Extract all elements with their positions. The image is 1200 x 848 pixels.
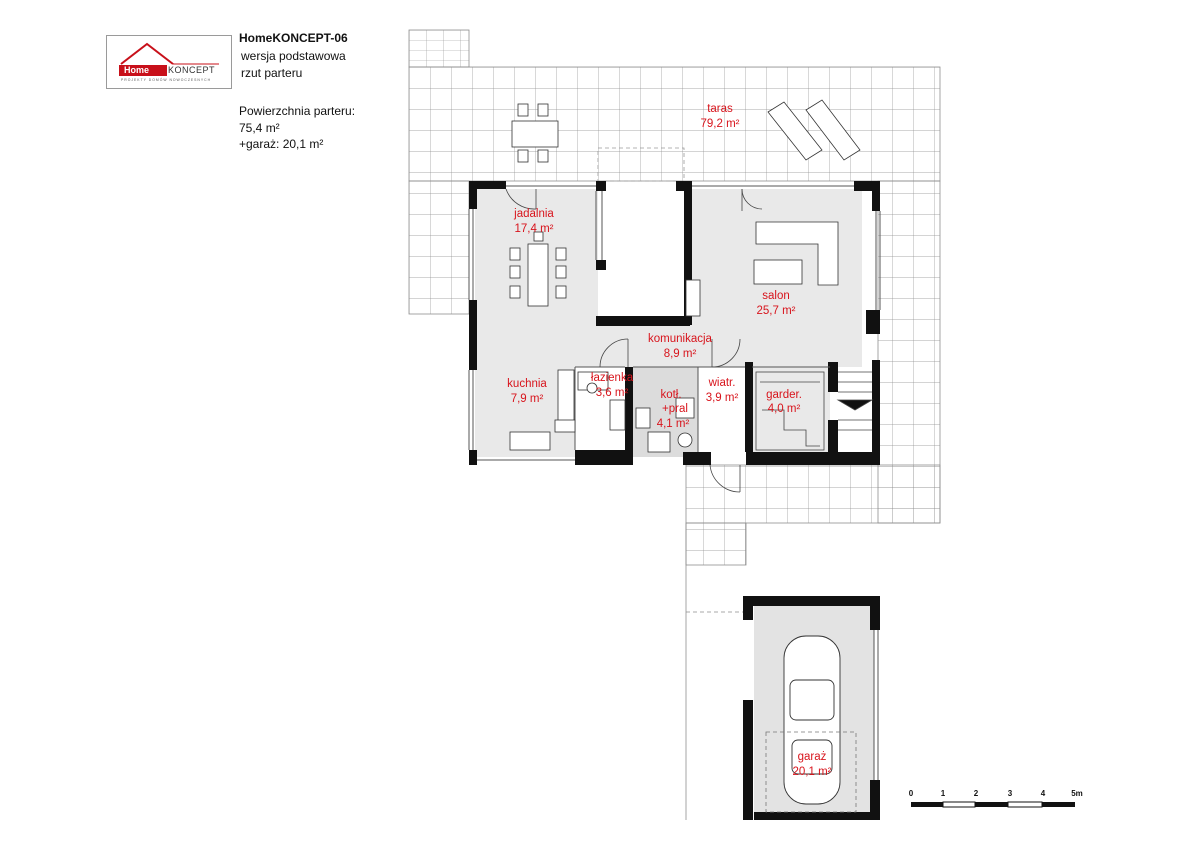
scale-tick-4: 4 [1041, 789, 1046, 798]
label-lazienka: łazienka [591, 372, 634, 384]
label-salon: salon [762, 290, 790, 302]
label-wiatr: wiatr. [708, 377, 736, 389]
kitchen-units [509, 279, 701, 453]
scale-tick-1: 1 [941, 789, 946, 798]
area-garaz: 20,1 m² [793, 766, 832, 778]
terrace-table [511, 103, 559, 163]
stairs [836, 371, 874, 431]
label-kotl: kotł. [660, 389, 681, 401]
ground-area: 75,4 m² [239, 121, 280, 135]
logo-koncept-text: KONCEPT [168, 65, 216, 75]
label-komunikacja: komunikacja [648, 333, 713, 345]
version-label: wersja podstawowa [241, 49, 346, 63]
area-taras: 79,2 m² [701, 118, 740, 130]
car-icon [783, 635, 841, 805]
terrace-tiling [408, 29, 941, 820]
area-wiatr: 3,9 m² [706, 392, 739, 404]
area-kotl: 4,1 m² [657, 418, 690, 430]
wardrobe [755, 371, 825, 451]
area-garder: 4,0 m² [768, 403, 801, 415]
room-labels: jadalnia 17,4 m² taras 79,2 m² salon 25,… [507, 103, 831, 778]
scale-tick-5: 5m [1071, 789, 1083, 798]
scale-bar: 0 1 2 3 4 5m [909, 789, 1083, 808]
garage-door-outline [765, 731, 857, 813]
logo-home-text: Home [124, 65, 150, 75]
sun-loungers [767, 99, 861, 161]
label-taras: taras [707, 103, 733, 115]
view-label: rzut parteru [241, 66, 303, 80]
area-komunikacja: 8,9 m² [664, 348, 697, 360]
door-swings [505, 188, 763, 493]
walls [469, 181, 880, 820]
sofa-set [753, 221, 839, 286]
area-kuchnia: 7,9 m² [511, 393, 544, 405]
project-title: HomeKONCEPT-06 [239, 31, 348, 45]
area-lazienka: 3,6 m² [596, 387, 629, 399]
garage-area: +garaż: 20,1 m² [239, 137, 324, 151]
logo-graphic [119, 42, 219, 76]
logo-tagline: PROJEKTY DOMÓW NOWOCZESNYCH [121, 78, 212, 82]
label-jadalnia: jadalnia [513, 208, 554, 220]
area-jadalnia: 17,4 m² [515, 223, 554, 235]
area-salon: 25,7 m² [757, 305, 796, 317]
dining-set [509, 231, 567, 307]
scale-tick-0: 0 [909, 789, 914, 798]
partitions [468, 185, 881, 780]
label-garder: garder. [766, 389, 802, 401]
scale-tick-2: 2 [974, 789, 979, 798]
label-garaz: garaż [798, 751, 827, 763]
scale-tick-3: 3 [1008, 789, 1013, 798]
area-heading: Powierzchnia parteru: [239, 104, 356, 118]
label-kuchnia: kuchnia [507, 378, 547, 390]
company-logo: Home KONCEPT PROJEKTY DOMÓW NOWOCZESNYCH [106, 35, 232, 89]
label-pral: +pral [662, 403, 688, 415]
